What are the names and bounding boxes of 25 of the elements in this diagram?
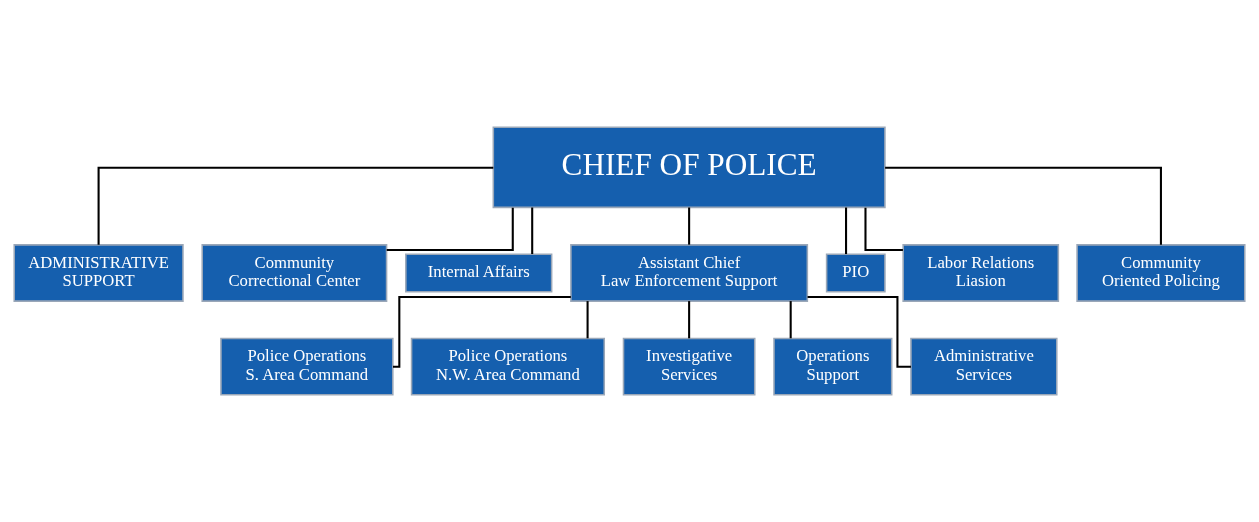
- connector: [386, 207, 514, 252]
- node-box: Police Operations N.W. Area Command: [410, 337, 605, 396]
- node-box: CHIEF OF POLICE: [492, 126, 886, 209]
- node-box: ADMINISTRATIVE SUPPORT: [13, 244, 184, 302]
- connector: [392, 295, 571, 368]
- connector: [885, 166, 1162, 245]
- node-box: Police Operations S. Area Command: [220, 337, 394, 396]
- connector: [845, 207, 848, 255]
- node-box: Administrative Services: [910, 337, 1058, 396]
- node-box: Operations Support: [773, 337, 893, 396]
- connector: [789, 301, 792, 339]
- connector: [807, 295, 911, 368]
- connector: [688, 301, 691, 339]
- node-box: Labor Relations Liasion: [902, 244, 1060, 302]
- node-box: Investigative Services: [622, 337, 756, 396]
- node-box: Community Correctional Center: [201, 244, 388, 302]
- connector: [531, 207, 534, 255]
- node-box: PIO: [825, 253, 886, 293]
- connector: [586, 301, 589, 339]
- connector: [688, 207, 691, 245]
- connector: [97, 166, 494, 245]
- node-box: Internal Affairs: [405, 253, 553, 293]
- node-box: Community Oriented Policing: [1076, 244, 1246, 302]
- node-box: Assistant Chief Law Enforcement Support: [570, 244, 809, 302]
- connector: [864, 207, 903, 252]
